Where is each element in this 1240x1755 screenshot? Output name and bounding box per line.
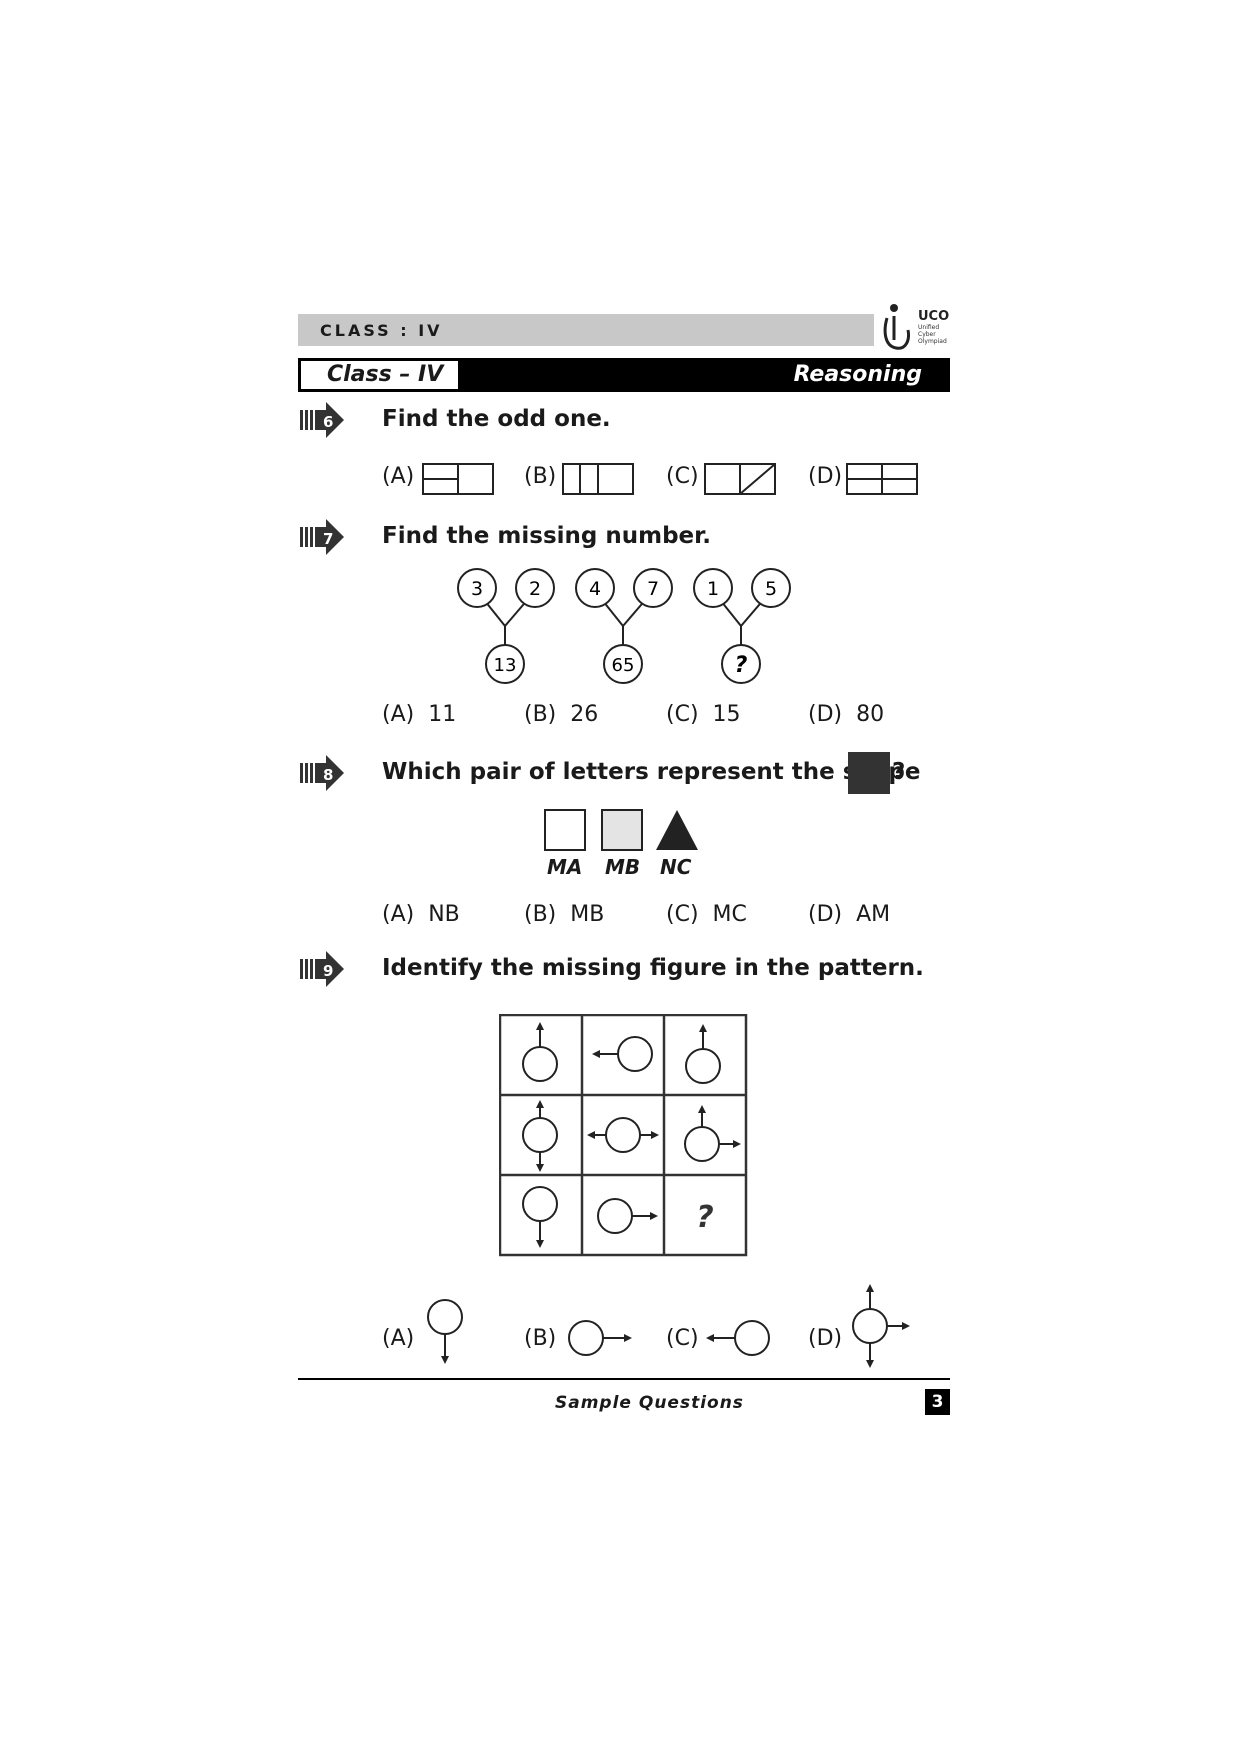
- svg-text:7: 7: [323, 530, 333, 548]
- svg-text:9: 9: [323, 962, 333, 980]
- svg-text:4: 4: [589, 578, 601, 600]
- grid-cell-8: [597, 1198, 658, 1234]
- question-number-badge: 6: [300, 402, 344, 438]
- q6-option-d-label[interactable]: (D): [808, 464, 843, 489]
- q8-option-d[interactable]: (D) AM: [808, 902, 891, 927]
- shape-label-nc: NC: [660, 855, 692, 879]
- circle-arrow-right-icon[interactable]: [566, 1318, 638, 1358]
- q9-option-c-label[interactable]: (C): [666, 1326, 699, 1351]
- grid-cell-1: [522, 1022, 558, 1082]
- question-9-text: Identify the missing figure in the patte…: [382, 955, 924, 981]
- triangle-icon: [656, 810, 698, 850]
- number-tree-3: 1 5 ?: [693, 568, 791, 684]
- q7-option-a[interactable]: (A) 11: [382, 702, 457, 727]
- question-7-text: Find the missing number.: [382, 523, 711, 549]
- svg-text:13: 13: [494, 655, 517, 676]
- dark-square-icon: [848, 752, 890, 794]
- circle-arrow-down-icon[interactable]: [425, 1298, 465, 1370]
- q8-option-a[interactable]: (A) NB: [382, 902, 460, 927]
- q6-option-c-label[interactable]: (C): [666, 464, 699, 489]
- q6-option-b-label[interactable]: (B): [524, 464, 557, 489]
- q7-option-c[interactable]: (C) 15: [666, 702, 741, 727]
- svg-text:6: 6: [323, 413, 333, 431]
- q6-option-a-label[interactable]: (A): [382, 464, 415, 489]
- footer-divider: [298, 1378, 950, 1380]
- svg-text:Cyber: Cyber: [918, 331, 936, 338]
- page-number: 3: [925, 1389, 950, 1415]
- svg-text:5: 5: [765, 578, 777, 600]
- question-number-badge: 7: [300, 519, 344, 555]
- svg-text:Unified: Unified: [918, 324, 939, 331]
- header-band: [298, 314, 874, 346]
- svg-text:Olympiad: Olympiad: [918, 338, 947, 345]
- svg-text:3: 3: [471, 578, 483, 600]
- q9-option-b-label[interactable]: (B): [524, 1326, 557, 1351]
- svg-text:8: 8: [323, 766, 333, 784]
- number-tree-1: 3 2 13: [457, 568, 555, 684]
- q7-option-b[interactable]: (B) 26: [524, 702, 599, 727]
- cross-rectangle-icon[interactable]: [846, 463, 918, 495]
- grid-cell-6: [684, 1105, 741, 1162]
- three-column-rectangle-icon[interactable]: [562, 463, 634, 495]
- question-8-end: ?: [892, 759, 906, 785]
- grid-cell-5: [587, 1117, 659, 1153]
- grid-cell-4: [522, 1100, 558, 1172]
- circle-arrow-left-icon[interactable]: [702, 1318, 774, 1358]
- class-label: CLASS : IV: [320, 321, 443, 340]
- logo-title: UCO: [918, 309, 949, 324]
- subject-title: Reasoning: [793, 362, 922, 387]
- svg-text:2: 2: [529, 578, 541, 600]
- number-trees-diagram: 3 2 13 4 7 65 1 5 ?: [457, 568, 791, 684]
- shape-label-ma: MA: [547, 855, 583, 879]
- light-square-icon: [601, 809, 643, 851]
- uco-logo: UCO Unified Cyber Olympiad: [883, 304, 949, 350]
- grid-cell-2: [592, 1036, 653, 1072]
- empty-square-icon: [544, 809, 586, 851]
- number-tree-2: 4 7 65: [575, 568, 673, 684]
- svg-text:65: 65: [612, 655, 635, 676]
- split-rectangle-icon[interactable]: [422, 463, 494, 495]
- q8-option-b[interactable]: (B) MB: [524, 902, 605, 927]
- question-number-badge: 8: [300, 755, 344, 791]
- q9-option-a-label[interactable]: (A): [382, 1326, 415, 1351]
- circle-arrows-up-down-right-icon[interactable]: [846, 1282, 910, 1370]
- grid-cell-3: [685, 1024, 721, 1084]
- q9-option-d-label[interactable]: (D): [808, 1326, 843, 1351]
- question-6-text: Find the odd one.: [382, 406, 611, 432]
- grid-cell-7: [522, 1186, 558, 1248]
- question-8-text: Which pair of letters represent the shap…: [382, 759, 921, 785]
- svg-text:1: 1: [707, 578, 719, 600]
- grid-missing-mark: ?: [696, 1200, 713, 1235]
- question-number-badge: 9: [300, 951, 344, 987]
- footer-label: Sample Questions: [555, 1393, 744, 1413]
- svg-text:7: 7: [647, 578, 659, 600]
- shape-label-mb: MB: [605, 855, 641, 879]
- class-title: Class – IV: [301, 361, 458, 389]
- diagonal-rectangle-icon[interactable]: [704, 463, 776, 495]
- pattern-grid: ?: [499, 1014, 748, 1257]
- shape-legend: [544, 809, 698, 851]
- q8-option-c[interactable]: (C) MC: [666, 902, 747, 927]
- q7-option-d[interactable]: (D) 80: [808, 702, 885, 727]
- svg-text:?: ?: [735, 653, 748, 678]
